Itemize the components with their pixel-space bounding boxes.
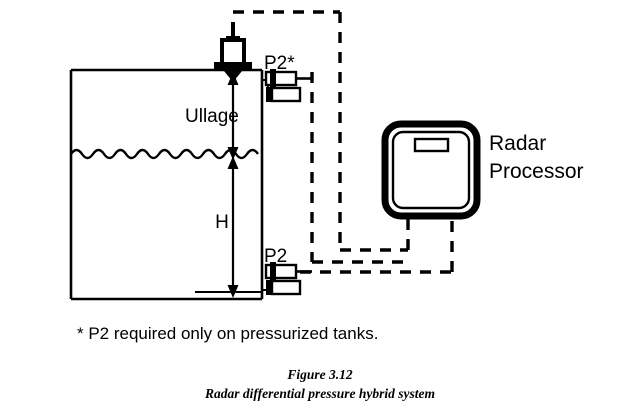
height-dimension bbox=[195, 156, 262, 298]
figure-caption-subtitle: Radar differential pressure hybrid syste… bbox=[204, 386, 435, 401]
label-height: H bbox=[215, 212, 229, 233]
cable-p2-bottom-to-processor bbox=[300, 218, 454, 274]
liquid-surface bbox=[70, 148, 259, 160]
label-radar-processor-line1: Radar bbox=[489, 132, 546, 155]
cable-p2-top-to-processor bbox=[310, 72, 408, 264]
figure-caption-title: Figure 3.12 bbox=[286, 367, 353, 382]
radar-processor bbox=[381, 120, 481, 220]
label-ullage: Ullage bbox=[185, 106, 239, 127]
ullage-dimension bbox=[227, 72, 239, 160]
cable-antenna-to-processor bbox=[233, 10, 408, 252]
pressure-transmitter-bottom bbox=[264, 262, 312, 296]
label-radar-processor-line2: Processor bbox=[489, 160, 584, 183]
pressure-transmitter-top bbox=[264, 69, 312, 103]
label-p2-top: P2* bbox=[264, 53, 295, 74]
footnote-pressurized-tanks: * P2 required only on pressurized tanks. bbox=[77, 324, 378, 343]
label-p2-bottom: P2 bbox=[264, 246, 287, 267]
processor-display bbox=[413, 137, 450, 153]
